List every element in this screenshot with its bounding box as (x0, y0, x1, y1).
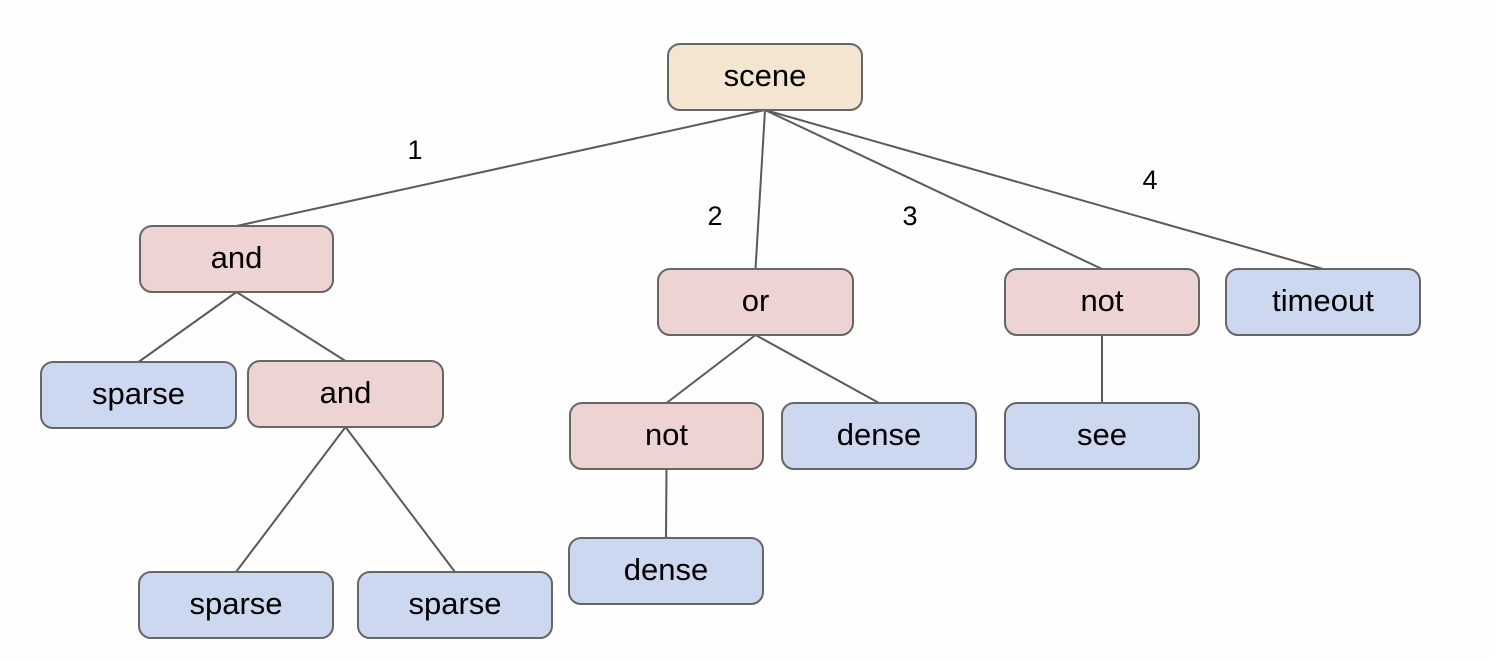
tree-edge (344, 426, 456, 573)
tree-node-timeout[interactable]: timeout (1225, 268, 1421, 336)
node-label: and (211, 240, 263, 275)
tree-node-and[interactable]: and (139, 225, 334, 293)
node-box[interactable] (657, 268, 854, 336)
tree-edge (665, 468, 668, 539)
tree-edge (137, 291, 238, 363)
node-box[interactable] (138, 571, 334, 639)
edge-label: 2 (707, 201, 722, 231)
tree-node-sparse[interactable]: sparse (40, 361, 237, 429)
tree-edge (764, 109, 1324, 270)
node-label: sparse (92, 376, 185, 411)
node-label: and (320, 375, 372, 410)
node-box[interactable] (667, 43, 863, 111)
edge-labels-layer: 1 2 3 4 (407, 135, 1157, 231)
tree-node-and[interactable]: and (247, 360, 444, 428)
node-box[interactable] (357, 571, 553, 639)
tree-node-not[interactable]: not (569, 402, 764, 470)
tree-node-or[interactable]: or (657, 268, 854, 336)
node-box[interactable] (568, 537, 764, 605)
node-label: dense (837, 417, 921, 452)
node-box[interactable] (247, 360, 444, 428)
node-label: see (1077, 417, 1127, 452)
tree-node-scene[interactable]: scene (667, 43, 863, 111)
node-box[interactable] (1004, 268, 1200, 336)
edge-label: 4 (1142, 165, 1157, 195)
tree-edge (755, 334, 880, 404)
node-box[interactable] (139, 225, 334, 293)
node-label: sparse (189, 586, 282, 621)
node-box[interactable] (781, 402, 977, 470)
node-label: dense (624, 552, 708, 587)
nodes-layer: scene and sparse and sparse sparse or not dense d… (40, 43, 1421, 639)
node-box[interactable] (40, 361, 237, 429)
tree-node-see[interactable]: see (1004, 402, 1200, 470)
node-box[interactable] (1004, 402, 1200, 470)
node-label: sparse (408, 586, 501, 621)
node-box[interactable] (1225, 268, 1421, 336)
node-label: not (1080, 283, 1123, 318)
tree-edge (235, 426, 347, 573)
tree-node-sparse[interactable]: sparse (357, 571, 553, 639)
node-box[interactable] (569, 402, 764, 470)
edge-label: 3 (902, 201, 917, 231)
edge-label: 1 (407, 135, 422, 165)
tree-node-sparse[interactable]: sparse (138, 571, 334, 639)
tree-edge (665, 334, 757, 404)
node-label: timeout (1272, 283, 1374, 318)
tree-node-dense[interactable]: dense (568, 537, 764, 605)
tree-edge (235, 291, 347, 362)
tree-edge (236, 109, 766, 227)
edges-layer (137, 109, 1324, 573)
node-label: scene (724, 58, 807, 93)
node-label: not (645, 417, 688, 452)
tree-edge (764, 109, 1103, 270)
tree-node-dense[interactable]: dense (781, 402, 977, 470)
tree-edge (754, 109, 766, 270)
node-label: or (742, 283, 770, 318)
tree-node-not[interactable]: not (1004, 268, 1200, 336)
